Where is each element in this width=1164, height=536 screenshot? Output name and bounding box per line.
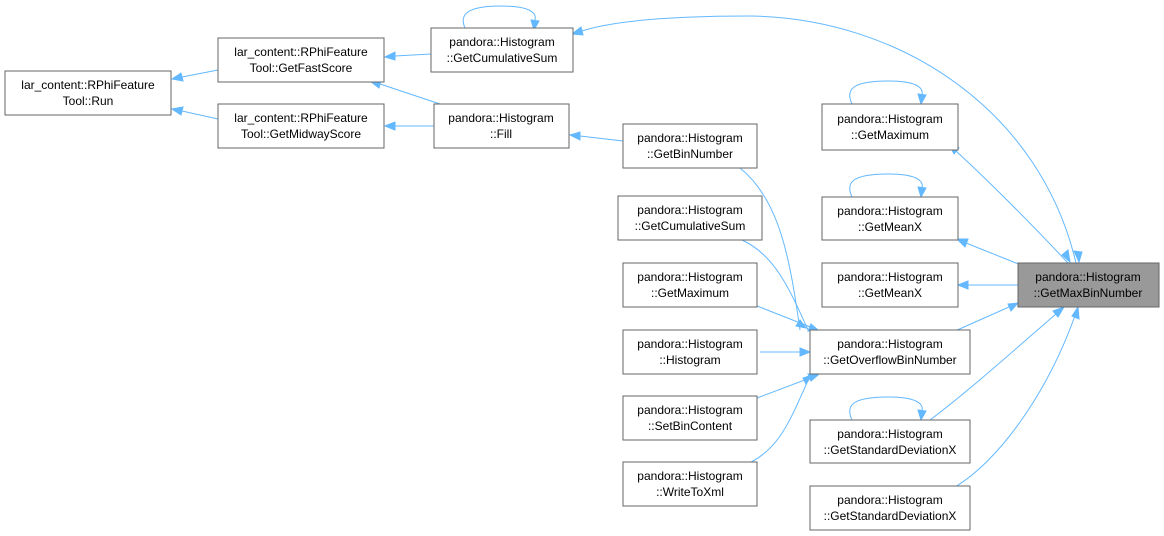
node-run[interactable]: lar_content::RPhiFeature Tool::Run <box>4 70 172 116</box>
edge-getmaximum-self <box>849 80 923 105</box>
node-getmeanx-b[interactable]: pandora::Histogram ::GetMeanX <box>821 262 959 308</box>
edge-maxbin-overflow <box>954 302 1019 332</box>
node-run-line1: lar_content::RPhiFeature <box>21 78 155 92</box>
edge-getbinnumber-fill <box>579 135 624 142</box>
edge-arrowhead <box>1071 305 1080 320</box>
edge-cumsum-self <box>462 5 536 31</box>
edge-midwayscore-run <box>181 110 219 120</box>
edge-arrowhead <box>570 26 584 36</box>
edge-arrowhead <box>383 51 396 61</box>
edge-overflow-getmaximum-left <box>756 305 819 331</box>
node-overflow-line1: pandora::Histogram <box>837 337 942 351</box>
node-fastscore[interactable]: lar_content::RPhiFeature Tool::GetFastSc… <box>217 37 385 83</box>
node-getbinnumber-line1: pandora::Histogram <box>637 131 742 145</box>
edge-arrowhead <box>170 72 184 82</box>
edge-arrowhead <box>956 280 969 290</box>
node-cumsum-top-line2: ::GetCumulativeSum <box>447 51 558 65</box>
node-stddev-b-line2: ::GetStandardDeviationX <box>824 509 957 523</box>
node-getbinnumber-line2: ::GetBinNumber <box>647 147 733 161</box>
node-getmeanx-a[interactable]: pandora::Histogram ::GetMeanX <box>821 196 959 241</box>
edge-fastscore-run <box>181 69 219 78</box>
node-maxbin-line1: pandora::Histogram <box>1035 270 1140 284</box>
edge-maxbin-getmaximum <box>955 150 1069 264</box>
node-setbincontent[interactable]: pandora::Histogram ::SetBinContent <box>622 395 758 441</box>
edge-maxbin-stddev-a <box>929 306 1065 421</box>
edge-arrowhead <box>530 19 540 32</box>
node-writetoxml-line1: pandora::Histogram <box>637 469 742 483</box>
edge-arrowhead <box>568 131 581 141</box>
node-setbincontent-line2: ::SetBinContent <box>648 419 733 433</box>
edge-arrowhead <box>170 106 184 116</box>
node-getmeanx-a-line1: pandora::Histogram <box>837 204 942 218</box>
edge-arrowhead <box>799 347 812 357</box>
node-getmeanx-b-line1: pandora::Histogram <box>837 270 942 284</box>
edge-overflow-cumsum-mid <box>741 239 809 331</box>
node-histogram-line2: ::Histogram <box>659 353 720 367</box>
node-fastscore-line1: lar_content::RPhiFeature <box>234 45 368 59</box>
node-fill-line2: ::Fill <box>490 127 512 141</box>
node-stddev-b-line1: pandora::Histogram <box>837 493 942 507</box>
node-getmaximum-left-line2: ::GetMaximum <box>651 286 729 300</box>
node-midwayscore-line2: Tool::GetMidwayScore <box>241 127 361 141</box>
node-stddev-a-line2: ::GetStandardDeviationX <box>824 443 957 457</box>
node-getbinnumber[interactable]: pandora::Histogram ::GetBinNumber <box>622 123 758 169</box>
edge-arrowhead <box>917 93 927 106</box>
edge-fill-fastscore <box>379 83 441 105</box>
node-midwayscore[interactable]: lar_content::RPhiFeature Tool::GetMidway… <box>217 103 385 149</box>
node-fill[interactable]: pandora::Histogram ::Fill <box>433 103 570 149</box>
node-setbincontent-line1: pandora::Histogram <box>637 403 742 417</box>
node-stddev-b[interactable]: pandora::Histogram ::GetStandardDeviatio… <box>809 485 971 531</box>
node-cumsum-top[interactable]: pandora::Histogram ::GetCumulativeSum <box>430 27 574 73</box>
node-getmeanx-b-line2: ::GetMeanX <box>858 286 922 300</box>
edge-overflow-writetoxml <box>744 375 811 466</box>
edge-arrowhead <box>383 121 396 131</box>
node-getmaximum-right[interactable]: pandora::Histogram ::GetMaximum <box>821 103 959 151</box>
node-writetoxml[interactable]: pandora::Histogram ::WriteToXml <box>622 461 758 507</box>
node-fill-line1: pandora::Histogram <box>448 111 553 125</box>
node-cumsum-mid[interactable]: pandora::Histogram ::GetCumulativeSum <box>617 195 763 241</box>
node-run-line2: Tool::Run <box>63 94 114 108</box>
node-getmaximum-left[interactable]: pandora::Histogram ::GetMaximum <box>622 262 758 308</box>
node-getmeanx-a-line2: ::GetMeanX <box>858 220 922 234</box>
node-writetoxml-line2: ::WriteToXml <box>656 485 724 499</box>
edge-maxbin-stddev-b <box>954 306 1079 488</box>
node-getmaximum-right-line1: pandora::Histogram <box>837 112 942 126</box>
edge-cumsum-fastscore <box>394 53 432 57</box>
node-cumsum-mid-line2: ::GetCumulativeSum <box>635 219 746 233</box>
node-maxbin-line2: ::GetMaxBinNumber <box>1034 286 1143 300</box>
edge-arrowhead <box>1061 249 1071 264</box>
node-cumsum-mid-line1: pandora::Histogram <box>637 203 742 217</box>
edge-maxbin-getmeanx-a <box>965 242 1027 268</box>
node-stddev-a-line1: pandora::Histogram <box>837 427 942 441</box>
node-getmaximum-right-line2: ::GetMaximum <box>851 128 929 142</box>
node-overflow[interactable]: pandora::Histogram ::GetOverflowBinNumbe… <box>809 329 971 375</box>
node-stddev-a[interactable]: pandora::Histogram ::GetStandardDeviatio… <box>809 419 971 464</box>
node-histogram-line1: pandora::Histogram <box>637 337 742 351</box>
edge-arrowhead <box>802 374 814 385</box>
edge-arrowhead <box>1073 250 1083 264</box>
edge-stddev-self <box>849 396 923 421</box>
node-cumsum-top-line1: pandora::Histogram <box>449 35 554 49</box>
node-fastscore-line2: Tool::GetFastScore <box>250 61 353 75</box>
edge-arrowhead <box>955 238 969 248</box>
nodes: lar_content::RPhiFeature Tool::Run lar_c… <box>4 27 1160 531</box>
edge-arrowhead <box>1052 306 1066 318</box>
node-midwayscore-line1: lar_content::RPhiFeature <box>234 111 368 125</box>
node-overflow-line2: ::GetOverflowBinNumber <box>823 353 956 367</box>
edge-arrowhead <box>917 409 927 422</box>
node-histogram[interactable]: pandora::Histogram ::Histogram <box>622 329 758 375</box>
node-getmaximum-left-line1: pandora::Histogram <box>637 270 742 284</box>
edge-getmeanx-self <box>849 173 923 198</box>
edge-arrowhead <box>1007 302 1020 312</box>
edge-maxbin-cumsum <box>581 15 1077 264</box>
edge-arrowhead <box>917 186 927 199</box>
node-maxbin[interactable]: pandora::Histogram ::GetMaxBinNumber <box>1017 262 1160 308</box>
